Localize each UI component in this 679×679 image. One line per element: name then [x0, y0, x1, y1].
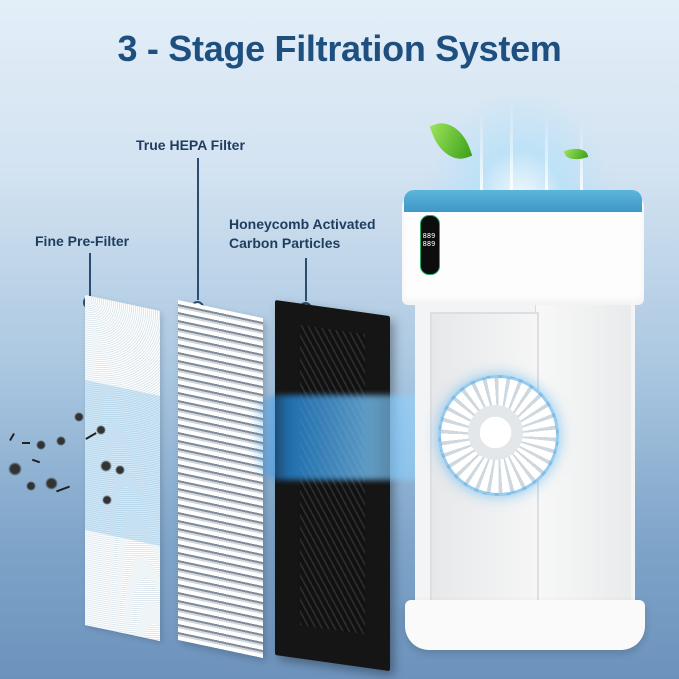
dust-particle-icon [96, 425, 106, 435]
dust-particle-icon [8, 462, 22, 476]
leader-line [89, 253, 91, 296]
dust-particle-icon [36, 440, 46, 450]
dust-particle-icon [115, 465, 125, 475]
headline: 3 - Stage Filtration System [117, 28, 562, 69]
led-display [420, 215, 440, 275]
purifier-top-housing [402, 195, 644, 305]
label-carbon-filter: Honeycomb Activated Carbon Particles [229, 215, 376, 253]
dust-particle-icon [45, 477, 58, 490]
label-carbon-line1: Honeycomb Activated [229, 216, 376, 232]
dust-particle-icon [26, 481, 36, 491]
dust-particle-icon [100, 460, 112, 472]
pollen-fiber-icon [22, 442, 30, 444]
dust-particle-icon [74, 412, 84, 422]
display-reading: 889 889 [421, 232, 437, 248]
leader-line [305, 258, 307, 301]
pollen-fiber-icon [9, 433, 15, 441]
leader-line [197, 158, 199, 300]
purifier-base [405, 600, 645, 650]
label-pre-filter: Fine Pre-Filter [35, 233, 130, 249]
air-beam [510, 100, 513, 195]
hepa-filter-panel [178, 300, 263, 659]
label-carbon-line2: Carbon Particles [229, 235, 341, 251]
air-beam [480, 110, 483, 195]
label-hepa-filter: True HEPA Filter [136, 137, 245, 153]
fan-hub [468, 405, 523, 460]
display-line2: 889 [422, 240, 436, 248]
pollen-fiber-icon [31, 458, 41, 464]
dust-particle-icon [56, 436, 66, 446]
display-line1: 889 [422, 232, 436, 240]
air-beam [545, 115, 548, 195]
pre-filter-airflow-tint [85, 380, 160, 546]
purifier-side-panel [535, 300, 631, 645]
pollen-fiber-icon [56, 485, 70, 493]
purifier-air-outlet [404, 190, 642, 212]
dust-particle-icon [102, 495, 112, 505]
